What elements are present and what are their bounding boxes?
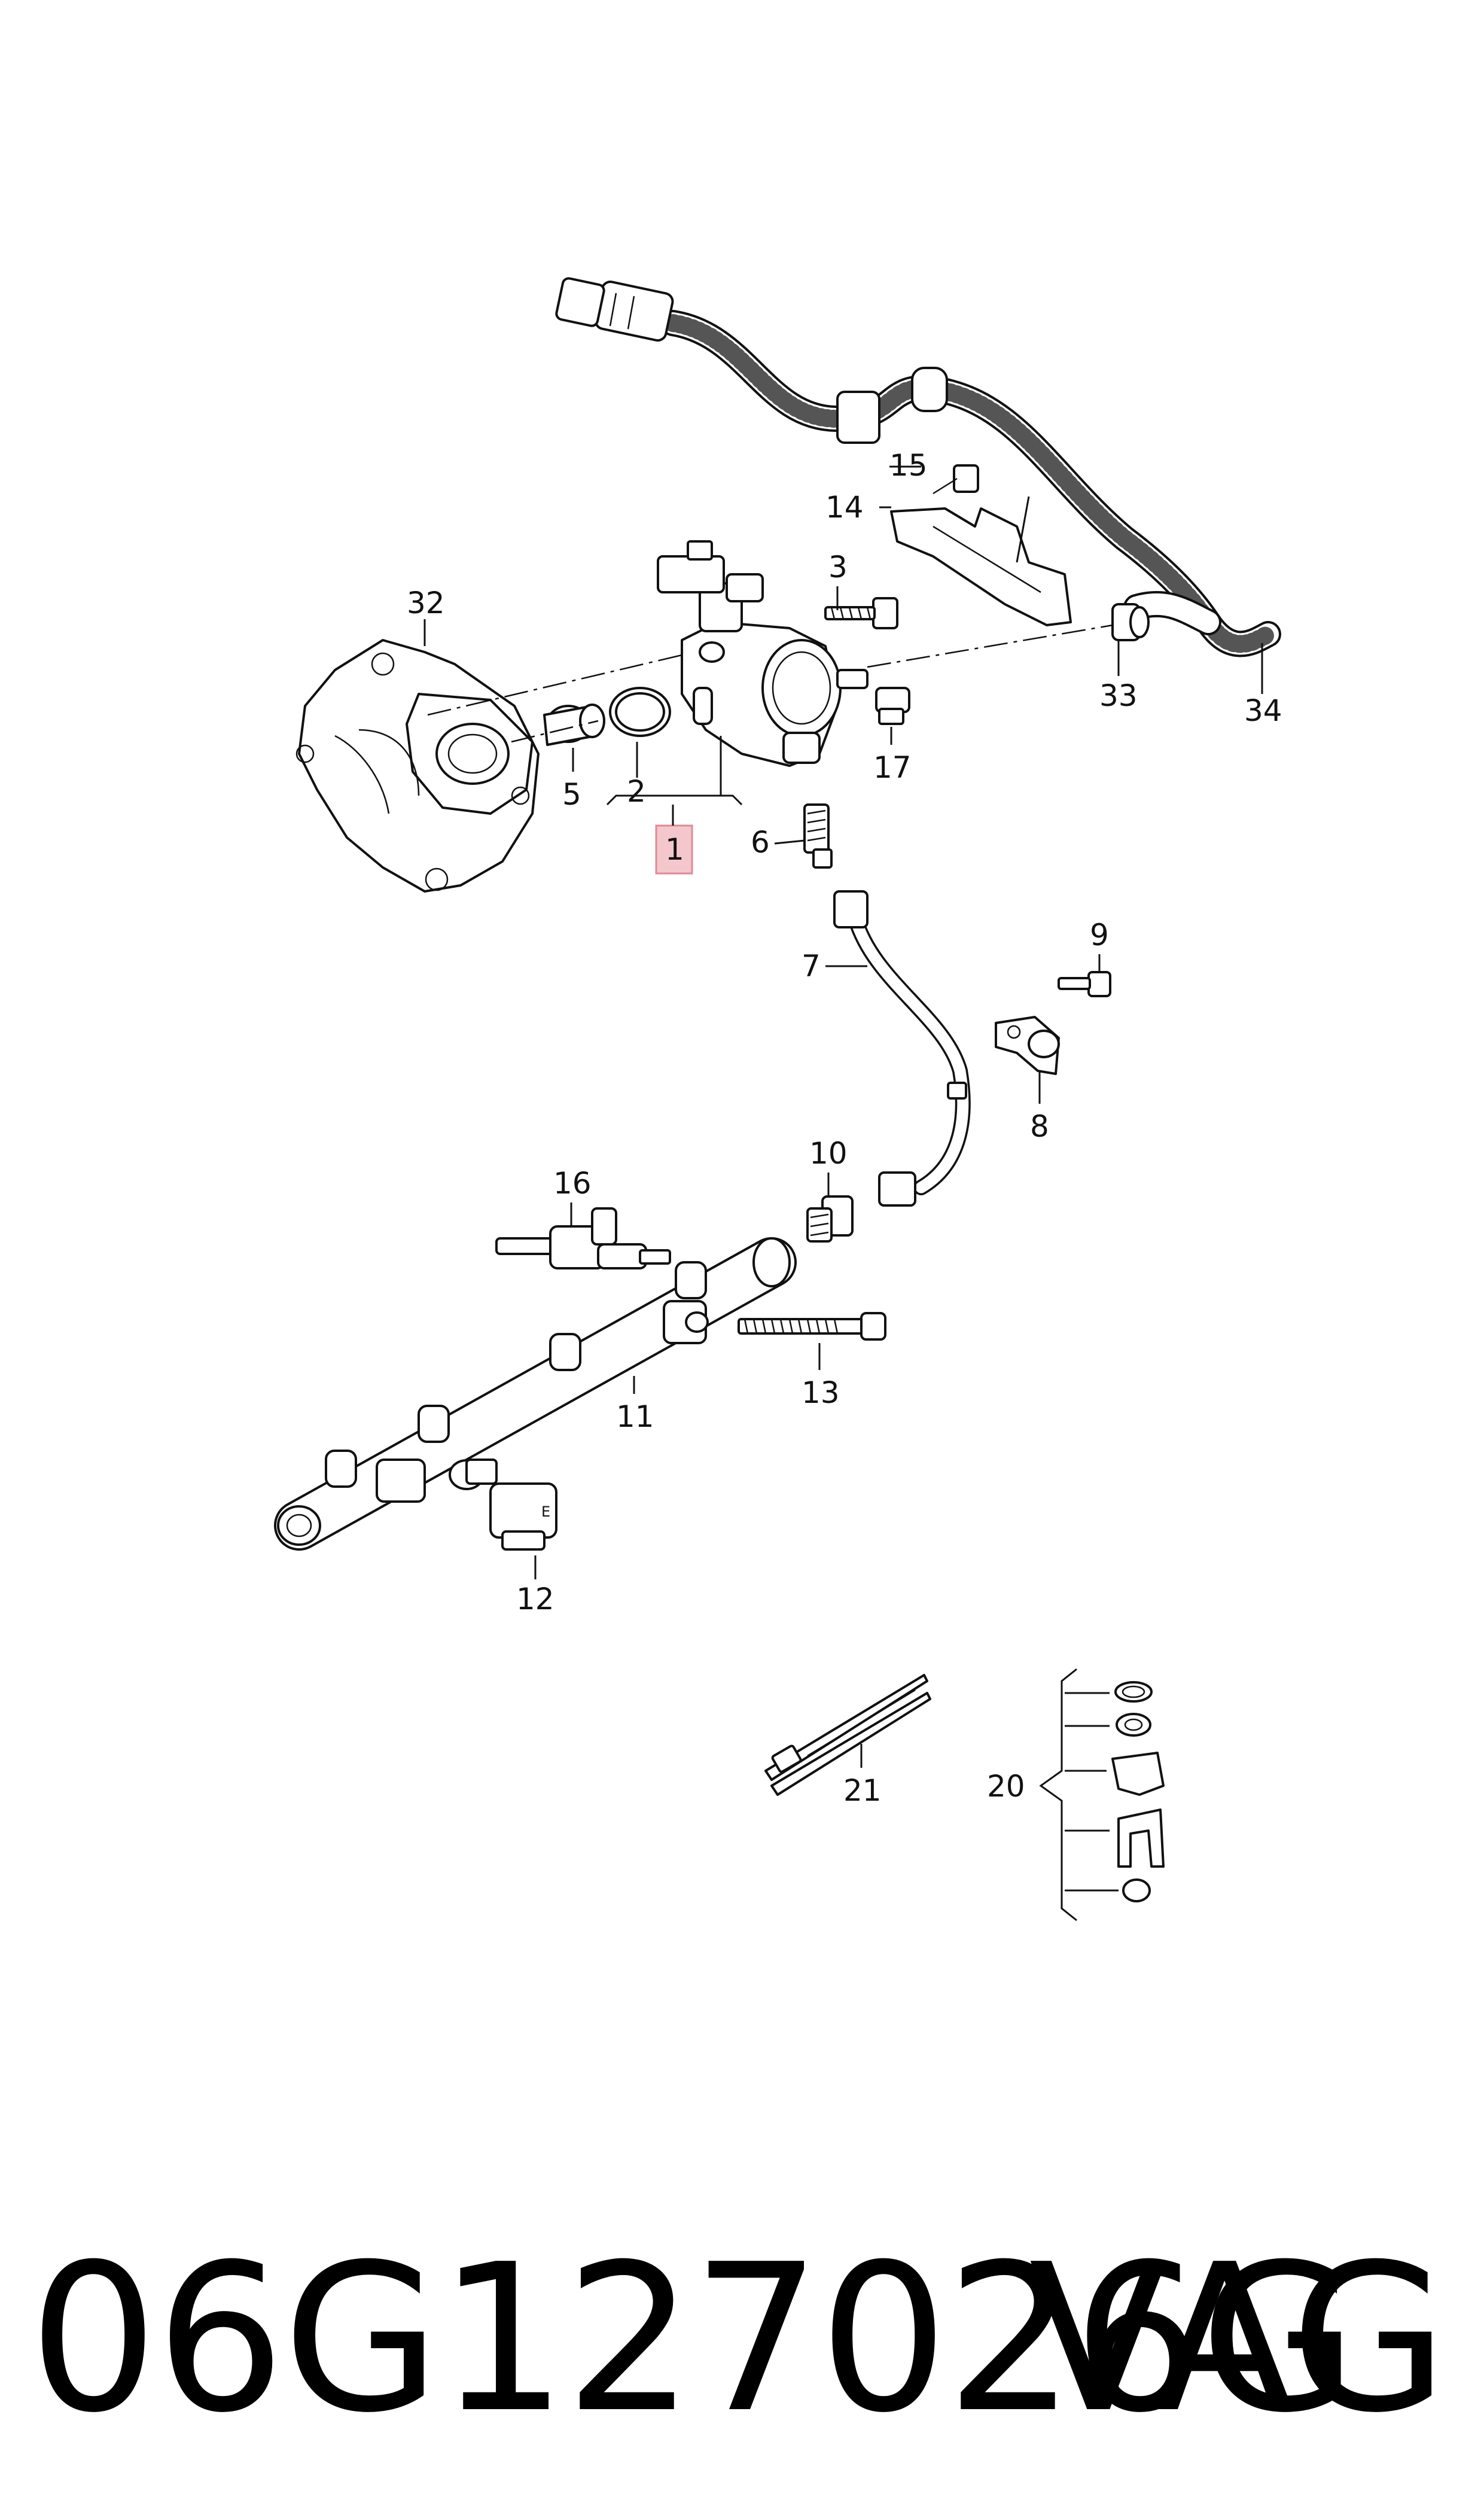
callout-32: 32 [407,586,445,620]
sleeve-5 [543,704,605,746]
bolt-9 [1058,971,1111,997]
bolt-13 [738,1312,886,1341]
union-10 [806,1195,854,1243]
bracket-14 [890,496,1072,626]
callout-21: 21 [843,1773,882,1808]
part-number: 06G127026G [29,2221,1357,2458]
callout-20: 20 [987,1769,1025,1804]
callout-15: 15 [889,448,928,483]
callout-12: 12 [516,1582,554,1616]
callout-6: 6 [751,825,770,860]
callout-2: 2 [627,774,646,809]
callout-33: 33 [1099,678,1138,713]
fuel-hose-34 [555,277,1281,657]
bolt-15 [933,464,979,495]
callout-10: 10 [809,1136,848,1171]
high-pressure-pipe-7 [833,890,971,1207]
holder-8 [995,1016,1060,1075]
callout-13: 13 [802,1375,840,1410]
union-6 [803,803,833,869]
svg-text:E: E [541,1503,550,1520]
repair-kit-20 [1039,1668,1165,1922]
callout-17: 17 [873,750,912,785]
brand-label: VAG [1029,2221,1448,2458]
callout-9: 9 [1090,918,1109,952]
plug-17 [875,687,910,725]
callout-11: 11 [616,1399,654,1434]
callout-7: 7 [802,949,821,984]
high-pressure-fuel-pump-1 [657,540,869,767]
pressure-sensor-12: E [465,1459,557,1551]
bolt-3 [824,597,898,629]
vacuum-pump-32 [295,639,540,893]
highlighted-callout-box [655,824,693,875]
o-ring-2 [609,687,671,737]
cable-tie-21 [764,1674,931,1796]
callout-8: 8 [1030,1109,1049,1144]
injector-16 [495,1207,671,1269]
callout-3: 3 [828,550,848,584]
callout-34: 34 [1244,693,1282,728]
leader-lines [423,465,1263,1768]
callout-14: 14 [825,490,864,525]
clip-33 [1111,603,1150,641]
footer: 06G127026G VAG [0,2213,1484,2465]
callout-1: 1 [665,832,684,867]
callout-16: 16 [553,1166,592,1201]
callout-5: 5 [562,777,581,812]
callout-labels: 1 2 3 5 6 7 8 9 10 11 12 13 14 15 16 17 … [407,448,1282,1808]
